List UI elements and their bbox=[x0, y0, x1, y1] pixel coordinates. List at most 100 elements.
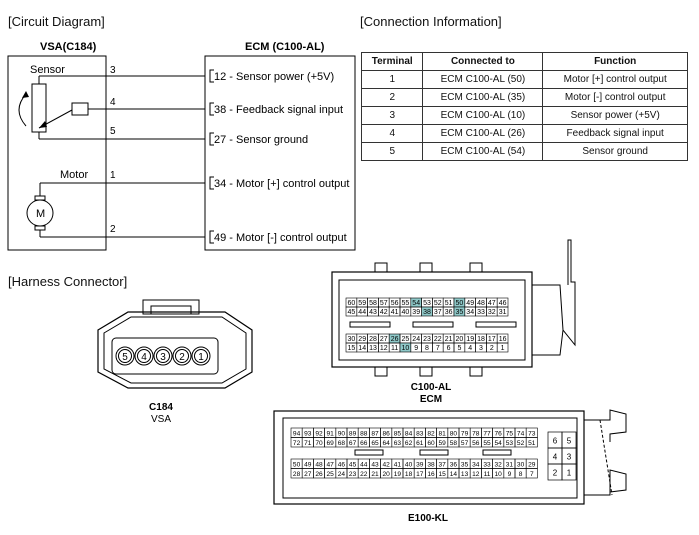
c184-pin-label: 4 bbox=[141, 352, 147, 363]
cell-function: Motor [-] control output bbox=[542, 88, 688, 107]
c100-pin-label: 22 bbox=[434, 336, 442, 343]
c100-pin-label: 12 bbox=[380, 345, 388, 352]
e100-pin-label: 61 bbox=[416, 440, 424, 447]
vsa-box bbox=[7, 55, 107, 251]
c100-pin-label: 57 bbox=[380, 300, 388, 307]
c184-pin-ring bbox=[134, 346, 154, 366]
table-row: 5 ECM C100-AL (54) Sensor ground bbox=[360, 142, 688, 161]
c100-pin-label: 34 bbox=[466, 309, 474, 316]
e100-pin-label: 58 bbox=[450, 440, 458, 447]
e100-side-pin-label: 3 bbox=[567, 453, 572, 462]
e100-pin-label: 64 bbox=[383, 440, 391, 447]
ecm-pin-12: 12 - Sensor power (+5V) bbox=[214, 71, 334, 83]
e100-pin-label: 76 bbox=[495, 430, 503, 437]
e100-pin-label: 62 bbox=[405, 440, 413, 447]
e100-pin-label: 21 bbox=[371, 471, 379, 478]
e100-pin-label: 8 bbox=[519, 471, 523, 478]
c184-name: C184 bbox=[149, 402, 173, 413]
e100-name: E100-KL bbox=[408, 513, 448, 524]
ecm-pin-38: 38 - Feedback signal input bbox=[214, 104, 343, 116]
c184-pin-ring bbox=[172, 346, 192, 366]
c100-pin-label: 42 bbox=[380, 309, 388, 316]
c100-pin-label: 10 bbox=[402, 345, 410, 352]
c184-pin-label: 5 bbox=[122, 352, 128, 363]
motor-letter: M bbox=[36, 208, 45, 220]
e100-pin-label: 9 bbox=[508, 471, 512, 478]
c184-pin-label: 3 bbox=[160, 352, 166, 363]
c100-pin-label: 3 bbox=[479, 345, 483, 352]
motor-label: Motor bbox=[60, 169, 88, 181]
e100-pin-label: 19 bbox=[394, 471, 402, 478]
e100-pin-label: 87 bbox=[371, 430, 379, 437]
e100-pin-label: 18 bbox=[405, 471, 413, 478]
e100-pin-label: 60 bbox=[427, 440, 435, 447]
e100-pin-label: 33 bbox=[483, 461, 491, 468]
header-connected-to: Connected to bbox=[422, 52, 544, 71]
c100-pin-label: 25 bbox=[402, 336, 410, 343]
e100-side-pin-label: 4 bbox=[553, 453, 558, 462]
cell-function: Feedback signal input bbox=[542, 124, 688, 143]
ecm-pin-27: 27 - Sensor ground bbox=[214, 134, 308, 146]
e100-pin-label: 24 bbox=[338, 471, 346, 478]
e100-pin-label: 12 bbox=[472, 471, 480, 478]
c100-pin-label: 49 bbox=[466, 300, 474, 307]
c100-pin-label: 19 bbox=[466, 336, 474, 343]
e100-pin-label: 77 bbox=[483, 430, 491, 437]
e100-pin-label: 47 bbox=[327, 461, 335, 468]
e100-pin-label: 75 bbox=[506, 430, 514, 437]
vsa-pin-3: 3 bbox=[110, 65, 116, 76]
e100-pin-label: 36 bbox=[450, 461, 458, 468]
c100-pin-label: 9 bbox=[414, 345, 418, 352]
cell-terminal: 3 bbox=[360, 106, 424, 125]
e100-pin-label: 80 bbox=[450, 430, 458, 437]
c184-pin-ring bbox=[115, 346, 135, 366]
e100-pin-label: 44 bbox=[360, 461, 368, 468]
c184-pin-label: 2 bbox=[179, 352, 185, 363]
e100-pin-label: 70 bbox=[315, 440, 323, 447]
e100-pin-label: 81 bbox=[439, 430, 447, 437]
c184-pin-inner bbox=[156, 349, 170, 363]
c100-pin-label: 16 bbox=[499, 336, 507, 343]
cell-terminal: 2 bbox=[360, 88, 424, 107]
e100-pin-label: 35 bbox=[461, 461, 469, 468]
e100-pin-label: 57 bbox=[461, 440, 469, 447]
c100-pin-label: 4 bbox=[468, 345, 472, 352]
vsa-pin-2: 2 bbox=[110, 224, 116, 235]
c100-pin-label: 50 bbox=[456, 300, 464, 307]
e100-side-pin-cell bbox=[561, 463, 577, 481]
e100-pin-cell bbox=[525, 468, 538, 479]
c100-pin-label: 32 bbox=[488, 309, 496, 316]
cell-function: Sensor power (+5V) bbox=[542, 106, 688, 125]
e100-pin-label: 38 bbox=[427, 461, 435, 468]
table-row: 4 ECM C100-AL (26) Feedback signal input bbox=[360, 124, 688, 143]
ecm-pin-34: 34 - Motor [+] control output bbox=[214, 178, 349, 190]
c100-pin-label: 33 bbox=[477, 309, 485, 316]
c100-pin-label: 15 bbox=[348, 345, 356, 352]
c100-pin-label: 13 bbox=[369, 345, 377, 352]
c100-pin-label: 39 bbox=[412, 309, 420, 316]
c184-connector bbox=[97, 299, 253, 389]
c100-pin-label: 17 bbox=[488, 336, 496, 343]
table-row: 2 ECM C100-AL (35) Motor [-] control out… bbox=[360, 88, 688, 107]
e100-pin-label: 86 bbox=[383, 430, 391, 437]
e100-pin-label: 63 bbox=[394, 440, 402, 447]
connection-info-title: [Connection Information] bbox=[360, 14, 502, 29]
e100-pin-label: 34 bbox=[472, 461, 480, 468]
e100-pin-label: 53 bbox=[506, 440, 514, 447]
e100-pin-label: 55 bbox=[483, 440, 491, 447]
ecm-box bbox=[204, 55, 356, 251]
e100-pin-label: 56 bbox=[472, 440, 480, 447]
e100-pin-label: 92 bbox=[315, 430, 323, 437]
c100-pin-label: 30 bbox=[348, 336, 356, 343]
e100-pin-label: 41 bbox=[394, 461, 402, 468]
c100-pin-label: 45 bbox=[348, 309, 356, 316]
e100-pin-label: 66 bbox=[360, 440, 368, 447]
header-function: Function bbox=[542, 52, 688, 71]
e100-pin-label: 46 bbox=[338, 461, 346, 468]
e100-pin-label: 30 bbox=[517, 461, 525, 468]
e100-pin-label: 14 bbox=[450, 471, 458, 478]
e100-pin-label: 45 bbox=[349, 461, 357, 468]
c100-pin-label: 21 bbox=[445, 336, 453, 343]
e100-pin-label: 27 bbox=[304, 471, 312, 478]
